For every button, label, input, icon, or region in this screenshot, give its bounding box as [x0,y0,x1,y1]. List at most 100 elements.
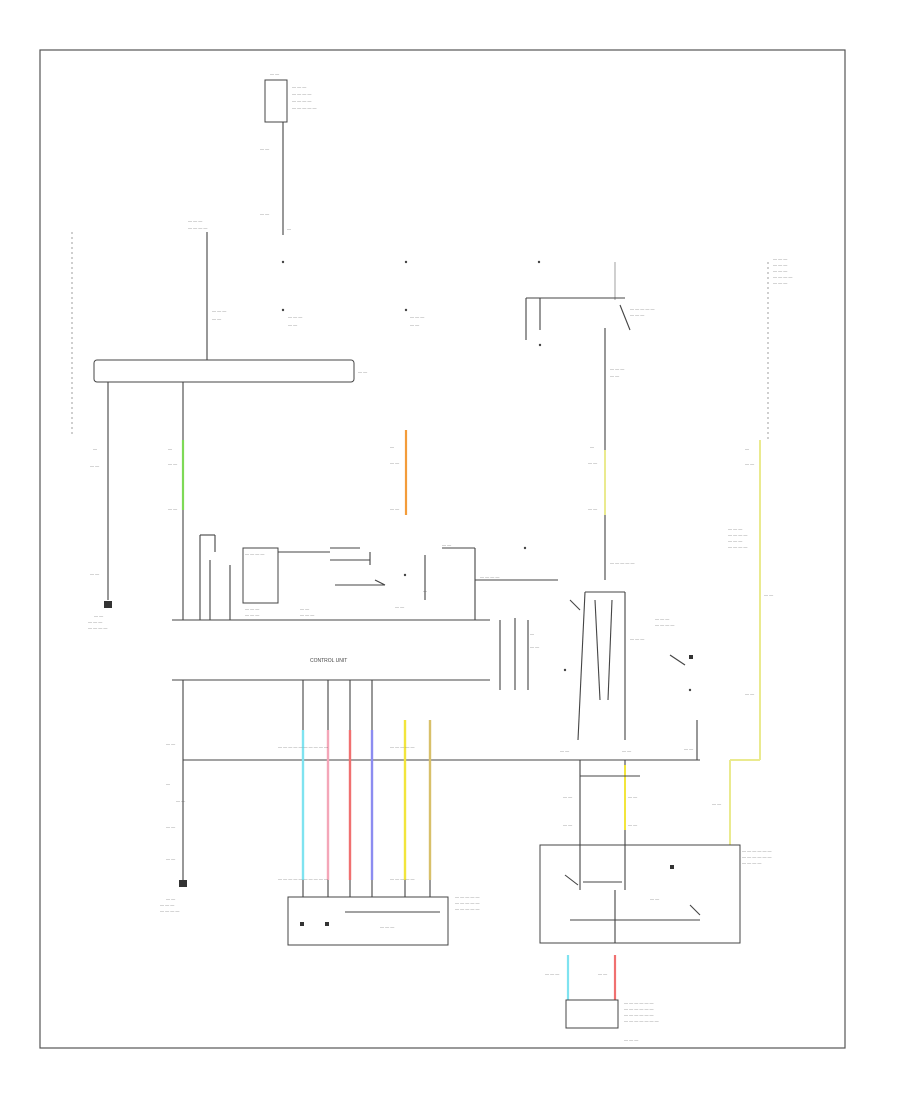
svg-text:—: — [390,444,394,449]
svg-text:— —: — — [395,604,404,609]
svg-text:— — — —: — — — — [728,532,747,537]
svg-text:— —: — — [563,822,572,827]
svg-text:— —: — — [166,896,175,901]
svg-text:— — —: — — — [728,526,742,531]
svg-text:— —: — — [90,463,99,468]
svg-text:— —: — — [176,798,185,803]
svg-text:— —: — — [563,794,572,799]
svg-text:— —: — — [168,506,177,511]
junction-connector-bar [93,359,355,383]
bottom-component-box [565,999,619,1029]
top-fuse-box: — — — — — — — — — — — — — — — — — — [264,71,316,123]
svg-text:— —: — — [560,748,569,753]
svg-text:— — — —: — — — — [728,544,747,549]
svg-text:— —: — — [166,741,175,746]
svg-text:— — — —: — — — — [245,551,264,556]
svg-text:— — —: — — — [728,538,742,543]
svg-text:— — —: — — — [610,366,624,371]
ground-symbol-upper [104,601,112,608]
svg-text:— —: — — [300,606,309,611]
svg-text:— — —: — — — [380,924,394,929]
ground-symbol-lower [179,880,187,887]
svg-text:— — — —: — — — — [742,860,761,865]
svg-text:— —: — — [94,613,103,618]
svg-text:— — — —: — — — — [480,574,499,579]
svg-text:— — —: — — — [160,902,174,907]
svg-text:— —: — — [270,71,279,76]
svg-text:— —: — — [684,746,693,751]
svg-text:— — — — —: — — — — — [455,894,479,899]
svg-text:— —: — — [166,824,175,829]
svg-text:— — —: — — — [188,218,202,223]
svg-text:— —: — — [260,211,269,216]
svg-text:— — —: — — — [292,84,306,89]
svg-text:— —: — — [764,592,773,597]
svg-text:— —: — — [410,322,419,327]
svg-text:— —: — — [260,146,269,151]
svg-text:— —: — — [745,691,754,696]
svg-text:—: — [530,631,534,636]
svg-text:— — —: — — — [624,1037,638,1042]
bottom-right-switch-box [539,844,741,944]
svg-text:— — — — — —: — — — — — — [624,1000,654,1005]
svg-text:— — — — —: — — — — — [455,900,479,905]
svg-text:— — —: — — — [410,314,424,319]
svg-text:—: — [423,588,427,593]
svg-text:— —: — — [598,971,607,976]
svg-text:— — —: — — — [245,606,259,611]
bottom-connector-box [287,896,449,946]
svg-text:—: — [168,446,172,451]
svg-text:— — —: — — — [212,308,226,313]
svg-text:— —: — — [90,571,99,576]
svg-text:— —: — — [288,322,297,327]
svg-text:— — — —: — — — — [292,98,311,103]
svg-text:— — — —: — — — — [88,625,107,630]
svg-text:— —: — — [442,542,451,547]
svg-text:— — —: — — — [773,280,787,285]
svg-text:— — — — —: — — — — — [455,906,479,911]
svg-text:— — — — —: — — — — — [292,105,316,110]
svg-text:— — — — — —: — — — — — — [742,854,772,859]
svg-text:— — — — —: — — — — — [390,876,414,881]
svg-text:— — —: — — — [773,256,787,261]
svg-text:— — —: — — — [630,636,644,641]
svg-text:— —: — — [628,822,637,827]
svg-text:— —: — — [650,896,659,901]
svg-text:— — —: — — — [88,619,102,624]
svg-text:— —: — — [530,644,539,649]
svg-text:— — —: — — — [300,612,314,617]
svg-text:— — — — —: — — — — — [390,744,414,749]
svg-text:—: — [745,446,749,451]
svg-text:— —: — — [622,748,631,753]
svg-text:— — — —: — — — — [160,908,179,913]
diagram-frame [39,49,846,1049]
svg-text:— — —: — — — [245,612,259,617]
svg-text:— — —: — — — [773,268,787,273]
svg-text:—: — [590,444,594,449]
svg-text:— —: — — [390,460,399,465]
svg-text:— — —: — — — [773,262,787,267]
svg-text:— —: — — [358,369,367,374]
svg-text:— — — — — —: — — — — — — [624,1012,654,1017]
svg-text:— —: — — [588,506,597,511]
svg-text:— —: — — [588,460,597,465]
svg-text:— —: — — [166,856,175,861]
svg-text:— — — —: — — — — [655,622,674,627]
svg-text:— — — — — —: — — — — — — [742,848,772,853]
right-switch-assembly: — — — — — — — — — — — — — — — — — — — — … [530,560,698,845]
svg-text:— —: — — [610,373,619,378]
svg-text:—: — [166,781,170,786]
svg-text:— — —: — — — [655,616,669,621]
svg-text:— — — — — —: — — — — — — [624,1006,654,1011]
svg-text:— —: — — [168,461,177,466]
svg-text:— — — — — — — — — —: — — — — — — — — — — [278,744,328,749]
svg-text:— — — —: — — — — [773,274,792,279]
svg-text:— — — — — — — — — —: — — — — — — — — — — [278,876,328,881]
svg-text:— —: — — [212,316,221,321]
svg-text:— — — —: — — — — [188,225,207,230]
svg-text:— —: — — [628,794,637,799]
svg-text:— —: — — [390,506,399,511]
svg-text:— —: — — [745,461,754,466]
control-unit-internals: — — — — — — — — — — — — — — — — — — — — … [172,534,558,621]
